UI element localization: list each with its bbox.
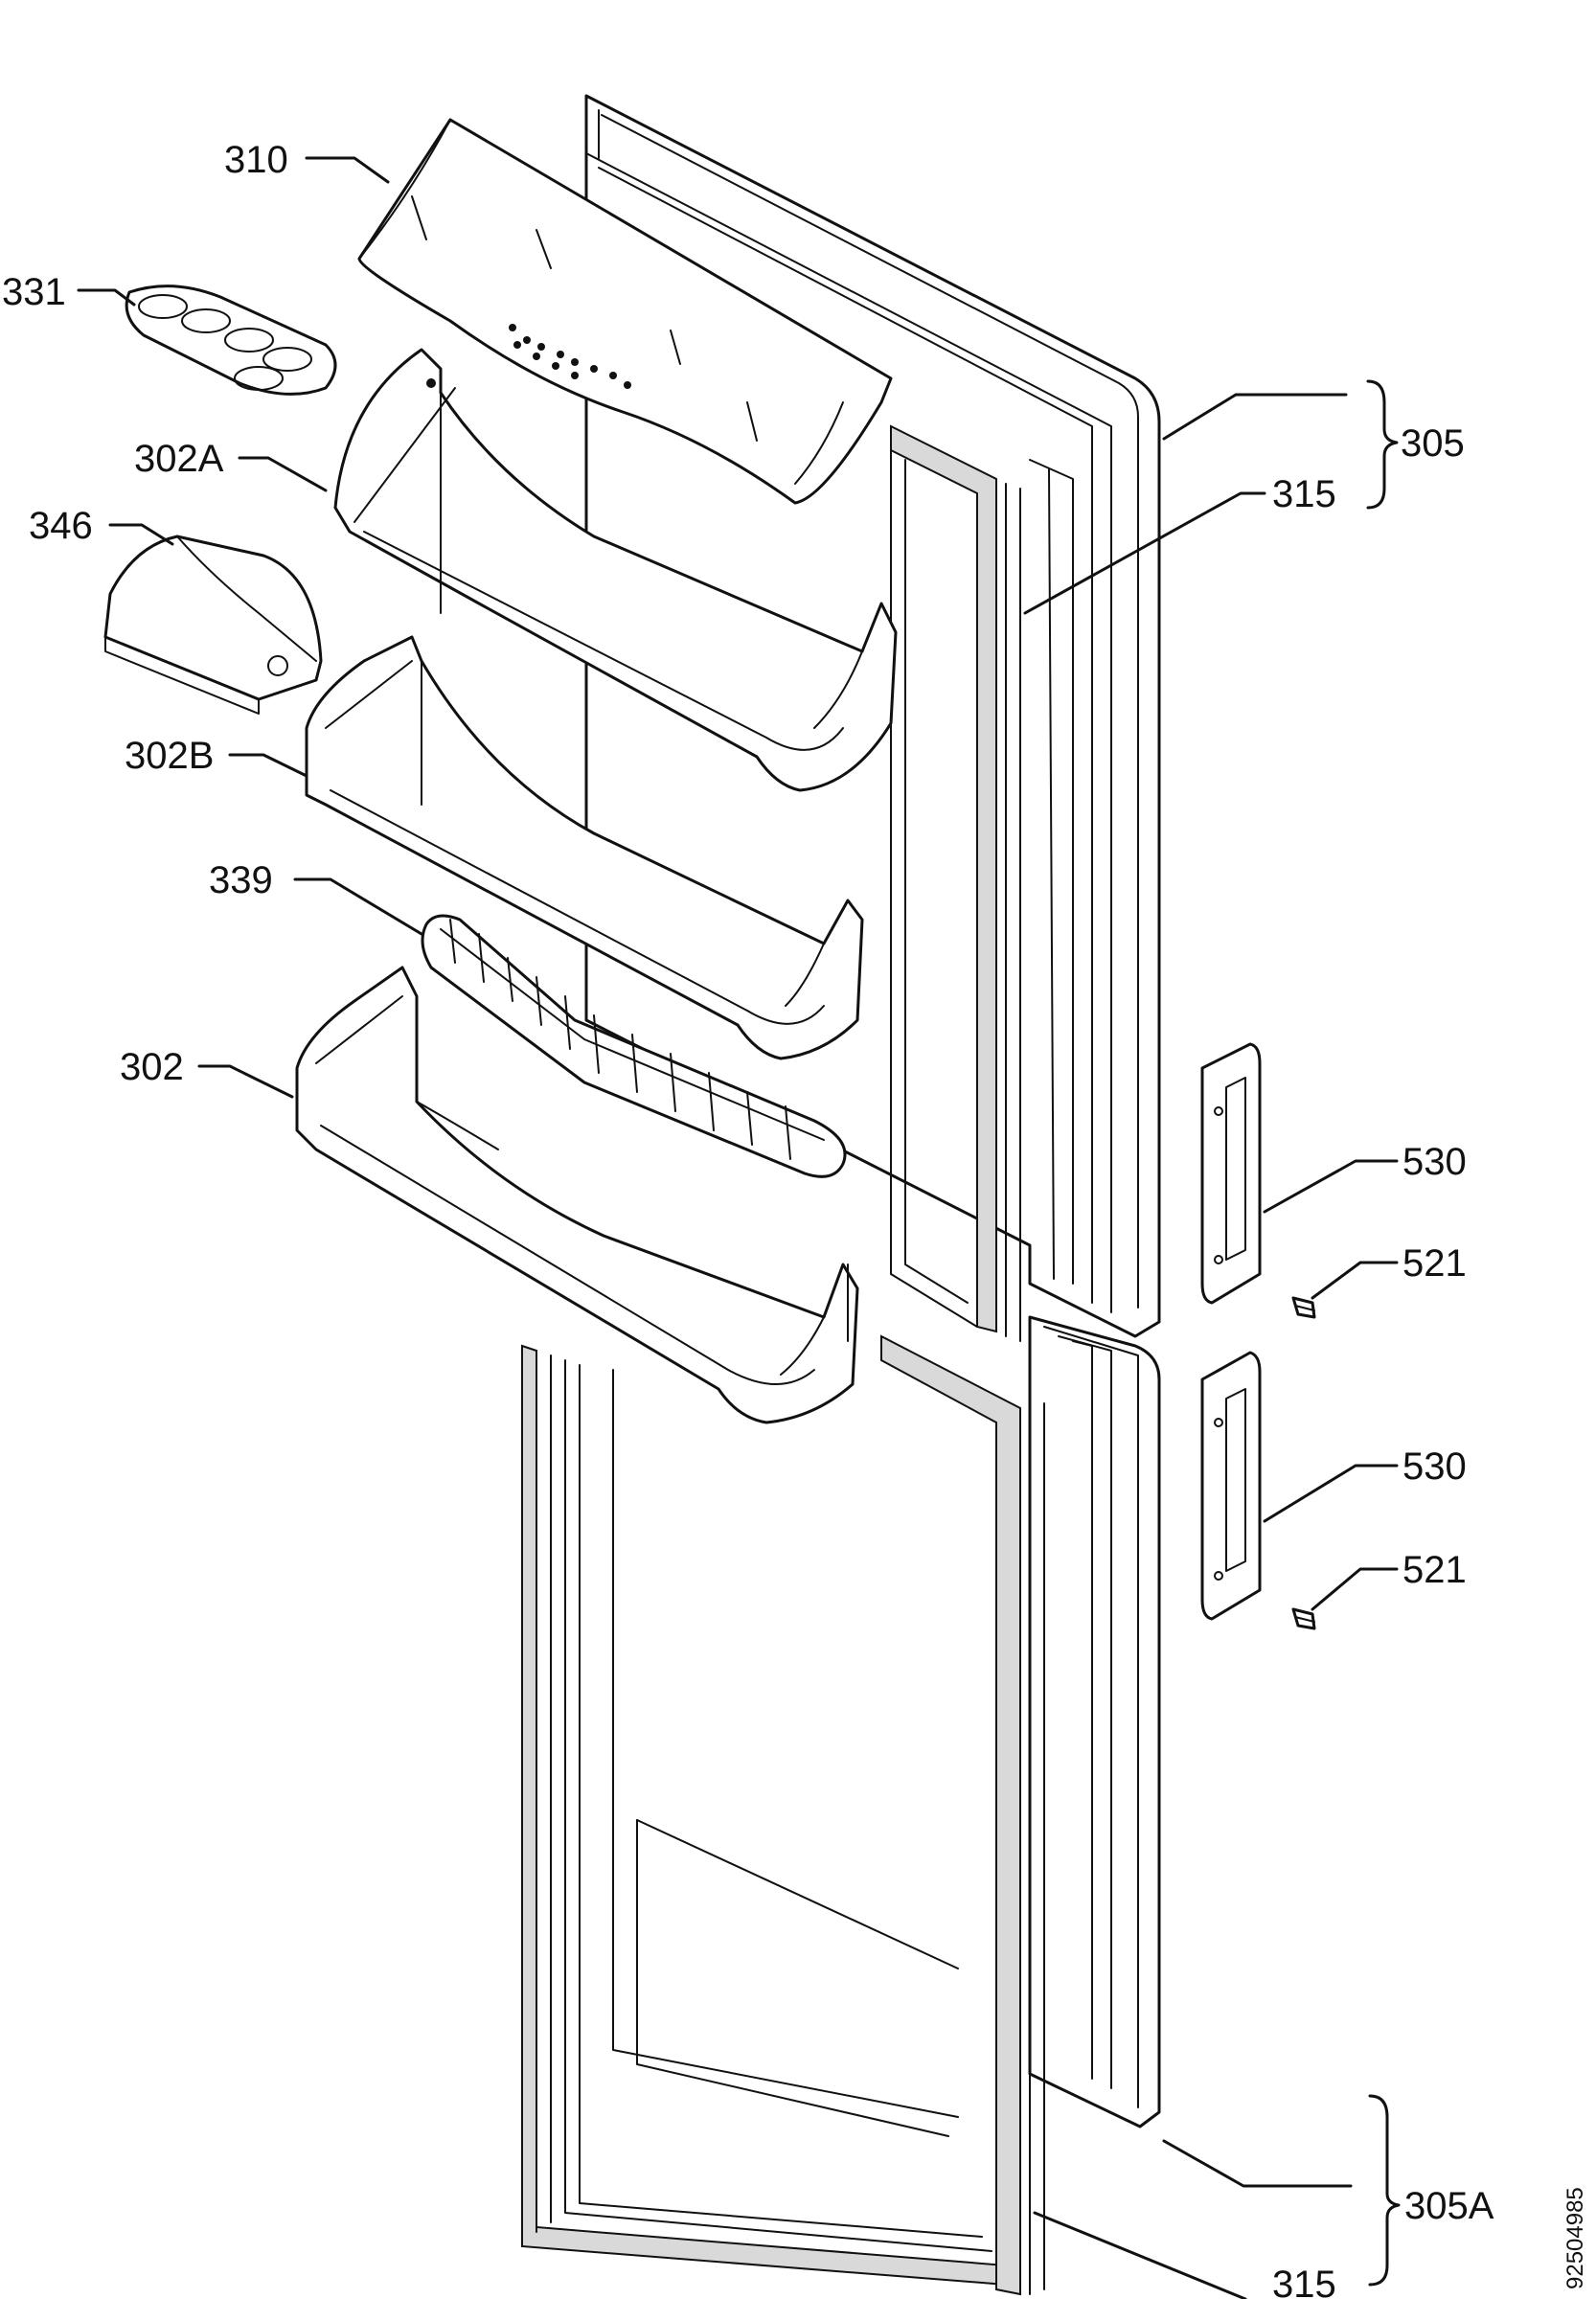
label-521-top: 521: [1402, 1242, 1467, 1285]
vent-holes: [509, 324, 631, 389]
label-315-bottom: 315: [1272, 2264, 1336, 2299]
dairy-compartment-cover: [357, 118, 893, 505]
callout-labels: 310 331 302A 346 302B 339 302 305 315 53…: [2, 139, 1588, 2299]
hinge-cover-bottom: [1200, 1351, 1262, 1621]
label-339: 339: [209, 859, 273, 901]
label-530-bottom: 530: [1402, 1445, 1467, 1488]
label-305: 305: [1401, 422, 1465, 465]
brace-305: [1366, 379, 1399, 510]
label-305a: 305A: [1404, 2185, 1494, 2227]
label-302b: 302B: [125, 735, 214, 777]
screw-top: [1291, 1296, 1316, 1319]
label-302a: 302A: [134, 438, 224, 480]
brace-305a: [1368, 2094, 1401, 2287]
butter-dish: [103, 535, 323, 715]
document-number: 92504985: [1562, 2187, 1588, 2289]
lower-door: [521, 1315, 1161, 2296]
screw-bottom: [1291, 1607, 1316, 1630]
label-331: 331: [2, 271, 66, 313]
label-521-bottom: 521: [1402, 1549, 1467, 1591]
label-346: 346: [29, 505, 93, 547]
hinge-cover-top: [1200, 1042, 1262, 1305]
door-shelf-302b: [305, 635, 864, 1060]
egg-tray: [125, 285, 337, 396]
bottle-retainer: [421, 914, 847, 1178]
label-310: 310: [224, 139, 288, 181]
label-315-top: 315: [1272, 473, 1336, 515]
label-302: 302: [120, 1046, 184, 1088]
label-530-top: 530: [1402, 1141, 1467, 1183]
door-shelf-302: [295, 966, 859, 1424]
leader-lines: [77, 156, 1399, 2299]
door-shelf-302a: [333, 348, 898, 792]
